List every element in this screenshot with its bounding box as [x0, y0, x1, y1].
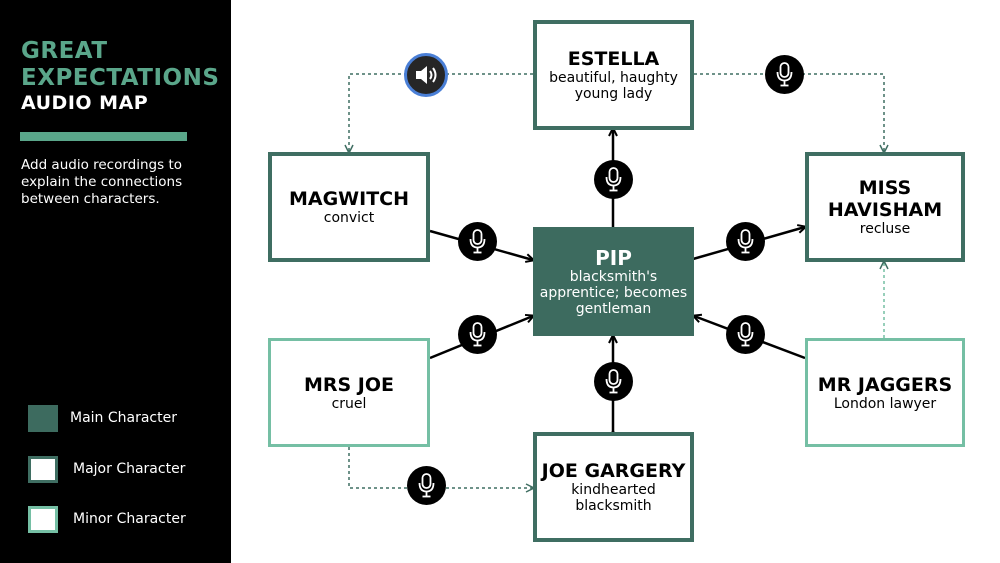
sidebar: GREAT EXPECTATIONS AUDIO MAP Add audio r… — [0, 0, 231, 563]
title-line-3: AUDIO MAP — [21, 92, 149, 114]
legend-label-minor: Minor Character — [73, 511, 186, 527]
node-jaggers-desc: London lawyer — [833, 395, 937, 412]
microphone-icon[interactable] — [407, 466, 446, 505]
legend-swatch-main — [28, 405, 58, 432]
microphone-icon[interactable] — [765, 55, 804, 94]
node-mrs-joe-name: MRS JOE — [303, 373, 395, 396]
node-magwitch-name: MAGWITCH — [288, 188, 410, 210]
node-magwitch: MAGWITCH convict — [268, 152, 430, 262]
legend-label-main: Main Character — [70, 410, 177, 426]
microphone-icon[interactable] — [726, 315, 765, 354]
node-havisham-name: MISS HAVISHAM — [827, 177, 943, 221]
node-joe-gargery: JOE GARGERY kindhearted blacksmith — [533, 432, 694, 542]
node-havisham-desc: recluse — [859, 221, 911, 237]
node-pip-desc: blacksmith's apprentice; becomes gentlem… — [539, 268, 688, 317]
node-estella: ESTELLA beautiful, haughty young lady — [533, 20, 694, 130]
legend-label-major: Major Character — [73, 461, 186, 477]
node-jaggers: MR JAGGERS London lawyer — [805, 338, 965, 447]
dashed-estella-magwitch — [349, 73, 533, 152]
node-mrs-joe: MRS JOE cruel — [268, 338, 430, 447]
title-line-1: GREAT — [21, 38, 108, 64]
microphone-icon[interactable] — [594, 160, 633, 199]
dashed-estella-havisham — [694, 73, 884, 152]
microphone-icon[interactable] — [458, 315, 497, 354]
node-estella-name: ESTELLA — [567, 48, 660, 70]
node-magwitch-desc: convict — [323, 210, 375, 226]
microphone-icon[interactable] — [594, 362, 633, 401]
node-pip: PIP blacksmith's apprentice; becomes gen… — [533, 227, 694, 336]
microphone-icon[interactable] — [726, 222, 765, 261]
node-joe-gargery-name: JOE GARGERY — [541, 460, 686, 482]
title-divider — [20, 132, 187, 141]
node-havisham: MISS HAVISHAM recluse — [805, 152, 965, 262]
node-joe-gargery-desc: kindhearted blacksmith — [571, 482, 656, 514]
sidebar-description: Add audio recordings to explain the conn… — [21, 157, 183, 207]
microphone-icon[interactable] — [458, 222, 497, 261]
title-line-2: EXPECTATIONS — [21, 65, 220, 91]
node-pip-name: PIP — [595, 245, 632, 270]
legend-swatch-major — [28, 456, 58, 483]
legend-swatch-minor — [28, 506, 58, 533]
node-estella-desc: beautiful, haughty young lady — [549, 70, 678, 102]
dashed-mrsjoe-gargery — [348, 447, 533, 488]
node-jaggers-name: MR JAGGERS — [817, 373, 953, 396]
node-mrs-joe-desc: cruel — [331, 395, 367, 412]
speaker-icon[interactable] — [404, 53, 448, 97]
